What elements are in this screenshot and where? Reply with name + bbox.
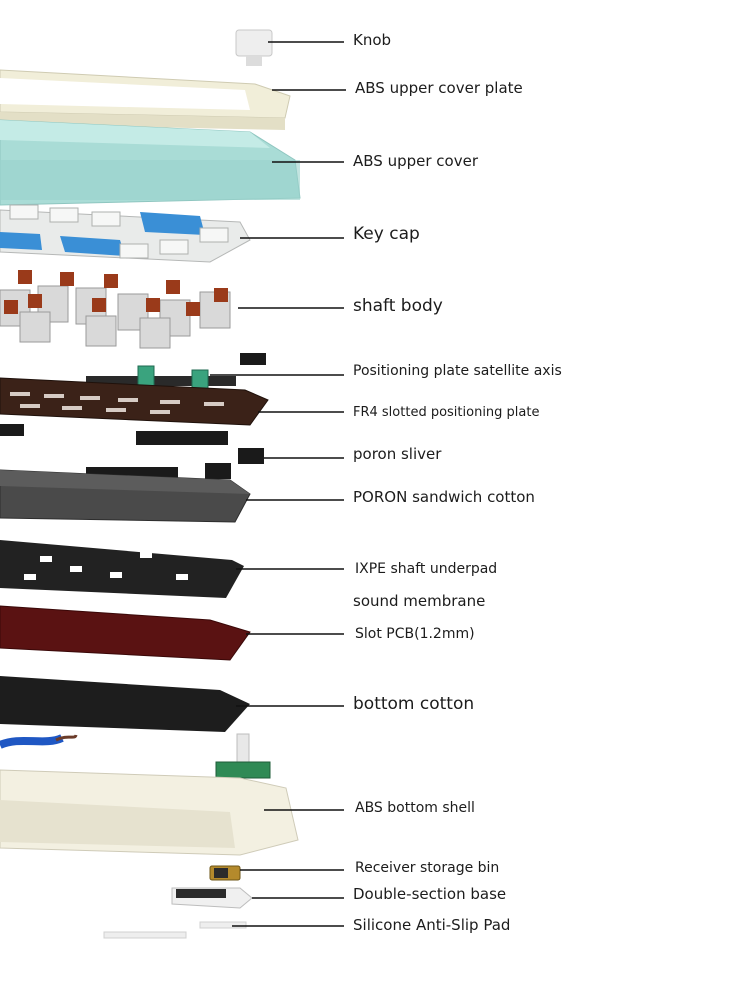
knob-part	[235, 29, 273, 66]
poron-sandwich-cotton-part	[0, 469, 251, 523]
receiver-storage-bin-part	[209, 865, 241, 881]
abs-upper-cover-part	[0, 119, 301, 206]
label-poron-sliver: poron sliver	[353, 445, 442, 463]
label-bottom-cotton: bottom cotton	[353, 694, 475, 714]
label-abs-upper-cover-plate: ABS upper cover plate	[355, 79, 523, 97]
shaft-body-part	[0, 270, 231, 349]
leader-lines	[210, 41, 346, 927]
label-abs-upper-cover: ABS upper cover	[353, 152, 478, 170]
label-sound-membrane: sound membrane	[353, 592, 486, 610]
label-receiver-storage-bin: Receiver storage bin	[355, 860, 500, 876]
label-poron-sandwich-cotton: PORON sandwich cotton	[353, 488, 535, 506]
usb-cable-part	[0, 734, 78, 749]
ixpe-shaft-underpad-part	[0, 540, 244, 598]
label-abs-bottom-shell: ABS bottom shell	[355, 800, 475, 816]
label-double-section-base: Double-section base	[353, 885, 507, 903]
daughterboard-part	[215, 733, 271, 779]
label-positioning-plate-satellite-axis: Positioning plate satellite axis	[353, 363, 562, 379]
key-cap-part	[0, 204, 251, 263]
label-knob: Knob	[353, 31, 392, 49]
label-ixpe-shaft-underpad: IXPE shaft underpad	[355, 561, 498, 577]
slot-pcb-part	[0, 605, 251, 661]
double-section-base-part	[171, 887, 253, 909]
bottom-cotton-part	[0, 676, 250, 732]
abs-bottom-shell-part	[0, 769, 299, 856]
label-key-cap: Key cap	[353, 224, 420, 244]
abs-upper-cover-plate-part	[0, 69, 291, 130]
label-fr4-slotted-positioning-plate: FR4 slotted positioning plate	[353, 405, 540, 420]
silicone-anti-slip-pad-part	[103, 921, 247, 939]
label-silicone-anti-slip-pad: Silicone Anti-Slip Pad	[353, 916, 511, 934]
label-slot-pcb: Slot PCB(1.2mm)	[355, 626, 475, 642]
label-shaft-body: shaft body	[353, 296, 443, 316]
